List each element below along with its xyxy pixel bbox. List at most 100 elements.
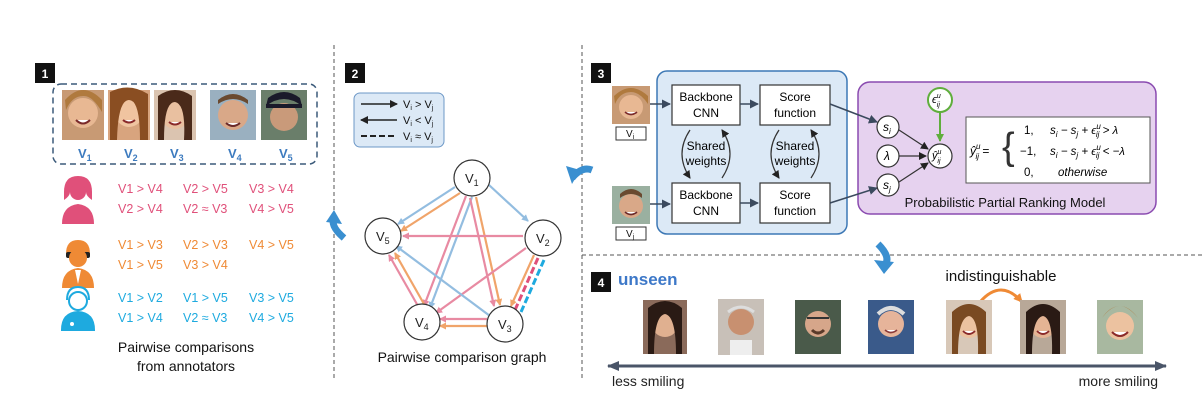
score-function-top (759, 84, 831, 126)
a3-r1-c1: V1 > V2 (118, 291, 163, 305)
shared-weights-arc-left-cnn (681, 129, 691, 179)
backbone-cnn-bottom-line2: CNN (693, 204, 719, 218)
arrow-score-to-sj (829, 186, 878, 204)
formula-case-1-value: 1, (1024, 125, 1034, 137)
unseen-face-1 (643, 300, 687, 354)
arrow-si-to-yhat (898, 129, 929, 150)
panel-2-caption: Pairwise comparison graph (378, 349, 547, 365)
input-j-label-box (615, 226, 647, 241)
graph-nodes: V1 V2 V3 V4 V5 (364, 159, 562, 343)
backbone-cnn-top-line2: CNN (693, 106, 719, 120)
edge-v1-v4-pink (422, 195, 468, 307)
score-function-bottom-line2: function (774, 204, 816, 218)
face-set-frame (52, 83, 318, 165)
a2-r1-c2: V2 > V3 (183, 238, 228, 252)
shared-weights-cnn-line2: weights (685, 154, 727, 168)
panel-4-badge-number: 4 (598, 276, 605, 290)
edge-v1-v3-pink (468, 197, 497, 307)
legend-less-label: Vi < Vj (403, 115, 434, 128)
backbone-cnn-bottom-line1: Backbone (679, 188, 733, 202)
node-s-i (876, 115, 900, 139)
node-v1-label: V1 (465, 171, 479, 188)
a1-r2-c2: V2 ≈ V3 (183, 202, 227, 216)
face-v3 (154, 90, 196, 140)
panel-3: 3 Vi Vj Backbone CNN Backbone CNN Score (591, 63, 1157, 274)
a3-r2-c2: V2 ≈ V3 (183, 311, 227, 325)
panel-2: 2 Vi > Vj Vi < Vj Vi ≈ Vj (345, 63, 594, 365)
v-label-2: V2 (124, 146, 138, 163)
edge-legend (353, 92, 445, 148)
unseen-face-5 (946, 300, 992, 354)
transition-arrow-3-4-head (874, 260, 894, 274)
backbone-cnn-bottom (671, 182, 741, 224)
v-label-1: V1 (78, 146, 92, 163)
edge-v1-v4-blue (428, 196, 474, 309)
more-smiling-label: more smiling (1079, 373, 1158, 389)
legend-approx-label: Vi ≈ Vj (403, 131, 433, 144)
node-v3 (486, 305, 524, 343)
v-label-3: V3 (170, 146, 184, 163)
annotator-comparisons: V1 > V4 V2 > V5 V3 > V4 V2 > V4 V2 ≈ V3 … (118, 182, 294, 325)
panel-1-caption-line2: from annotators (137, 358, 235, 374)
node-v2-label: V2 (536, 231, 550, 248)
node-v1 (453, 159, 491, 197)
panel-3-badge (591, 63, 611, 83)
input-face-i (612, 86, 650, 124)
arrow-sj-to-yhat (898, 162, 929, 183)
transition-arrow-2-3-head (566, 166, 580, 184)
unseen-face-3 (795, 300, 841, 354)
edge-v1-v5-blue (397, 186, 456, 225)
unseen-face-7 (1097, 300, 1143, 354)
face-v1 (62, 90, 104, 140)
a2-r1-c3: V4 > V5 (249, 238, 294, 252)
a1-r1-c2: V2 > V5 (183, 182, 228, 196)
formula-case-3-cond: otherwise (1058, 167, 1107, 179)
v-label-4: V4 (228, 146, 242, 163)
panel-1-badge-number: 1 (42, 67, 49, 81)
score-function-top-line2: function (774, 106, 816, 120)
formula-brace: { (1002, 126, 1015, 168)
shared-weights-arc-right-cnn (721, 129, 731, 179)
face-v4 (210, 90, 256, 140)
edge-v2-v4-pink (435, 247, 527, 314)
unseen-label: unseen (618, 270, 678, 289)
panel-1-badge (35, 63, 55, 83)
node-v5-label: V5 (376, 229, 390, 246)
backbone-cnn-top-line1: Backbone (679, 90, 733, 104)
panel-1: 1 (35, 63, 347, 374)
face-labels: V1 V2 V3 V4 V5 (78, 146, 293, 163)
panel-4: 4 unseen indistinguishable (591, 268, 1167, 389)
score-function-bottom-line1: Score (779, 188, 811, 202)
node-s-i-label: si (883, 120, 891, 136)
edge-v2-v3-orange (509, 254, 536, 307)
formula-case-3-value: 0, (1024, 167, 1034, 179)
headset-annotator-icon (60, 285, 96, 331)
node-v3-label: V3 (498, 317, 512, 334)
node-v2 (524, 219, 562, 257)
formula-box (965, 116, 1151, 184)
shared-weights-cnn-line1: Shared (687, 139, 726, 153)
panel-2-badge (345, 63, 365, 83)
a1-r2-c1: V2 > V4 (118, 202, 163, 216)
female-annotator-icon (62, 176, 94, 224)
edge-v1-v3-orange (474, 196, 503, 306)
shared-weights-score-line2: weights (774, 154, 816, 168)
graph-edges (388, 184, 546, 330)
a2-r2-c1: V1 > V5 (118, 258, 163, 272)
a3-r1-c2: V1 > V5 (183, 291, 228, 305)
a1-r1-c3: V3 > V4 (249, 182, 294, 196)
input-face-j (612, 186, 650, 224)
node-v4 (403, 303, 441, 341)
node-s-j-label: sj (883, 178, 891, 194)
arrow-score-to-si (829, 103, 878, 124)
backbone-cnn-top (671, 84, 741, 126)
indistinguishable-arrow (971, 288, 1024, 311)
panel-4-badge (591, 272, 611, 292)
node-lambda-label: λ (883, 149, 890, 163)
shared-weights-score-line1: Shared (776, 139, 815, 153)
